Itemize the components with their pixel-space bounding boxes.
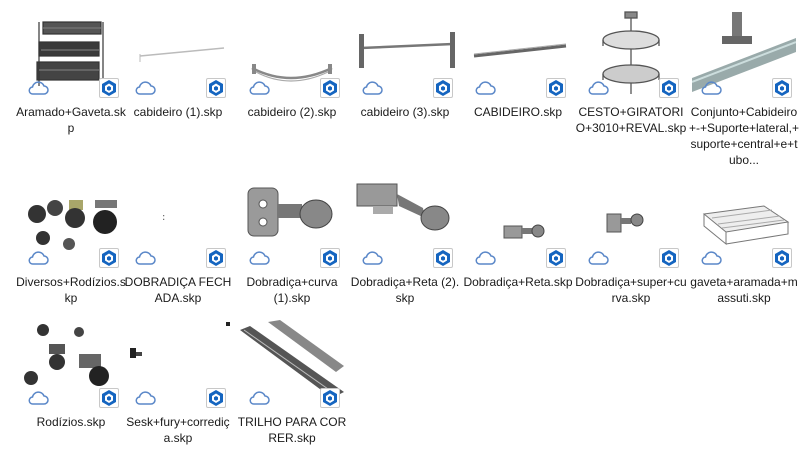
file-name-label: Dobradiça+curva (1).skp [246, 275, 338, 305]
file-item[interactable]: Dobradiça+curva (1).skp [236, 178, 348, 328]
sketchup-file-icon [99, 248, 119, 268]
cloud-icon [700, 80, 722, 96]
cloud-icon [587, 250, 609, 266]
file-item[interactable]: : DOBRADIÇA FECHADA.skp [122, 178, 234, 328]
file-item[interactable]: Dobradiça+super+curva.skp [575, 178, 687, 328]
file-thumbnail [126, 318, 230, 408]
file-name-label: cabideiro (2).skp [247, 105, 337, 119]
file-name-label: cabideiro (3).skp [360, 105, 450, 119]
file-item[interactable]: Dobradiça+Reta (2).skp [349, 178, 461, 328]
cloud-icon [700, 250, 722, 266]
file-name-label: Diversos+Rodízios.skp [16, 275, 126, 305]
file-name-label: Rodízios.skp [36, 415, 106, 429]
cloud-icon [27, 250, 49, 266]
file-item[interactable]: Aramado+Gaveta.skp [15, 8, 127, 158]
cloud-icon [361, 80, 383, 96]
file-name-label: gaveta+aramada+massuti.skp [690, 275, 798, 305]
file-item[interactable]: TRILHO PARA CORRER.skp [236, 318, 348, 468]
sketchup-file-icon [206, 248, 226, 268]
file-item[interactable]: CESTO+GIRATORIO+3010+REVAL.skp [575, 8, 687, 158]
svg-text::: : [162, 212, 165, 223]
file-item[interactable]: Conjunto+Cabideiro+-+Suporte+lateral,+su… [688, 8, 800, 167]
cloud-icon [474, 80, 496, 96]
cloud-icon [27, 80, 49, 96]
file-item[interactable]: cabideiro (3).skp [349, 8, 461, 158]
sketchup-file-icon [433, 248, 453, 268]
cloud-icon [361, 250, 383, 266]
file-thumbnail: : [126, 178, 230, 268]
file-thumbnail [692, 8, 796, 98]
sketchup-file-icon [99, 388, 119, 408]
cloud-icon [587, 80, 609, 96]
sketchup-file-icon [433, 78, 453, 98]
file-item[interactable]: Sesk+fury+corrediça.skp [122, 318, 234, 468]
file-thumbnail [19, 178, 123, 268]
file-name-label: Sesk+fury+corrediça.skp [126, 415, 230, 445]
sketchup-file-icon [320, 388, 340, 408]
file-thumbnail [692, 178, 796, 268]
file-item[interactable]: cabideiro (1).skp [122, 8, 234, 158]
file-item[interactable]: cabideiro (2).skp [236, 8, 348, 158]
sketchup-file-icon [320, 78, 340, 98]
file-item[interactable]: Rodízios.skp [15, 318, 127, 468]
file-thumbnail [466, 8, 570, 98]
sketchup-file-icon [546, 248, 566, 268]
cloud-icon [134, 80, 156, 96]
file-item[interactable]: Dobradiça+Reta.skp [462, 178, 574, 328]
file-item[interactable]: gaveta+aramada+massuti.skp [688, 178, 800, 328]
cloud-icon [27, 390, 49, 406]
sketchup-file-icon [546, 78, 566, 98]
sketchup-file-icon [772, 78, 792, 98]
file-name-label: Conjunto+Cabideiro+-+Suporte+lateral,+su… [688, 105, 800, 167]
sketchup-file-icon [206, 78, 226, 98]
file-name-label: CESTO+GIRATORIO+3010+REVAL.skp [575, 105, 687, 135]
file-thumbnail [126, 8, 230, 98]
file-name-label: cabideiro (1).skp [133, 105, 223, 119]
file-thumbnail [19, 8, 123, 98]
file-thumbnail [240, 178, 344, 268]
file-name-label: Dobradiça+super+curva.skp [575, 275, 687, 305]
sketchup-file-icon [206, 388, 226, 408]
cloud-icon [134, 390, 156, 406]
cloud-icon [248, 80, 270, 96]
sketchup-file-icon [99, 78, 119, 98]
cloud-icon [248, 250, 270, 266]
sketchup-file-icon [320, 248, 340, 268]
cloud-icon [134, 250, 156, 266]
sketchup-file-icon [659, 248, 679, 268]
file-thumbnail [466, 178, 570, 268]
file-thumbnail [19, 318, 123, 408]
file-name-label: CABIDEIRO.skp [473, 105, 563, 119]
file-grid: Aramado+Gaveta.skp cabideiro (1).skp cab… [15, 8, 800, 445]
cloud-icon [474, 250, 496, 266]
cloud-icon [248, 390, 270, 406]
file-thumbnail [240, 8, 344, 98]
sketchup-file-icon [772, 248, 792, 268]
file-item[interactable]: Diversos+Rodízios.skp [15, 178, 127, 328]
file-thumbnail [579, 8, 683, 98]
file-item[interactable]: CABIDEIRO.skp [462, 8, 574, 158]
file-name-label: TRILHO PARA CORRER.skp [237, 415, 347, 445]
file-thumbnail [353, 8, 457, 98]
file-thumbnail [579, 178, 683, 268]
file-name-label: DOBRADIÇA FECHADA.skp [124, 275, 232, 305]
file-name-label: Dobradiça+Reta.skp [463, 275, 573, 289]
file-name-label: Aramado+Gaveta.skp [16, 105, 126, 135]
file-name-label: Dobradiça+Reta (2).skp [350, 275, 460, 305]
sketchup-file-icon [659, 78, 679, 98]
file-thumbnail [353, 178, 457, 268]
